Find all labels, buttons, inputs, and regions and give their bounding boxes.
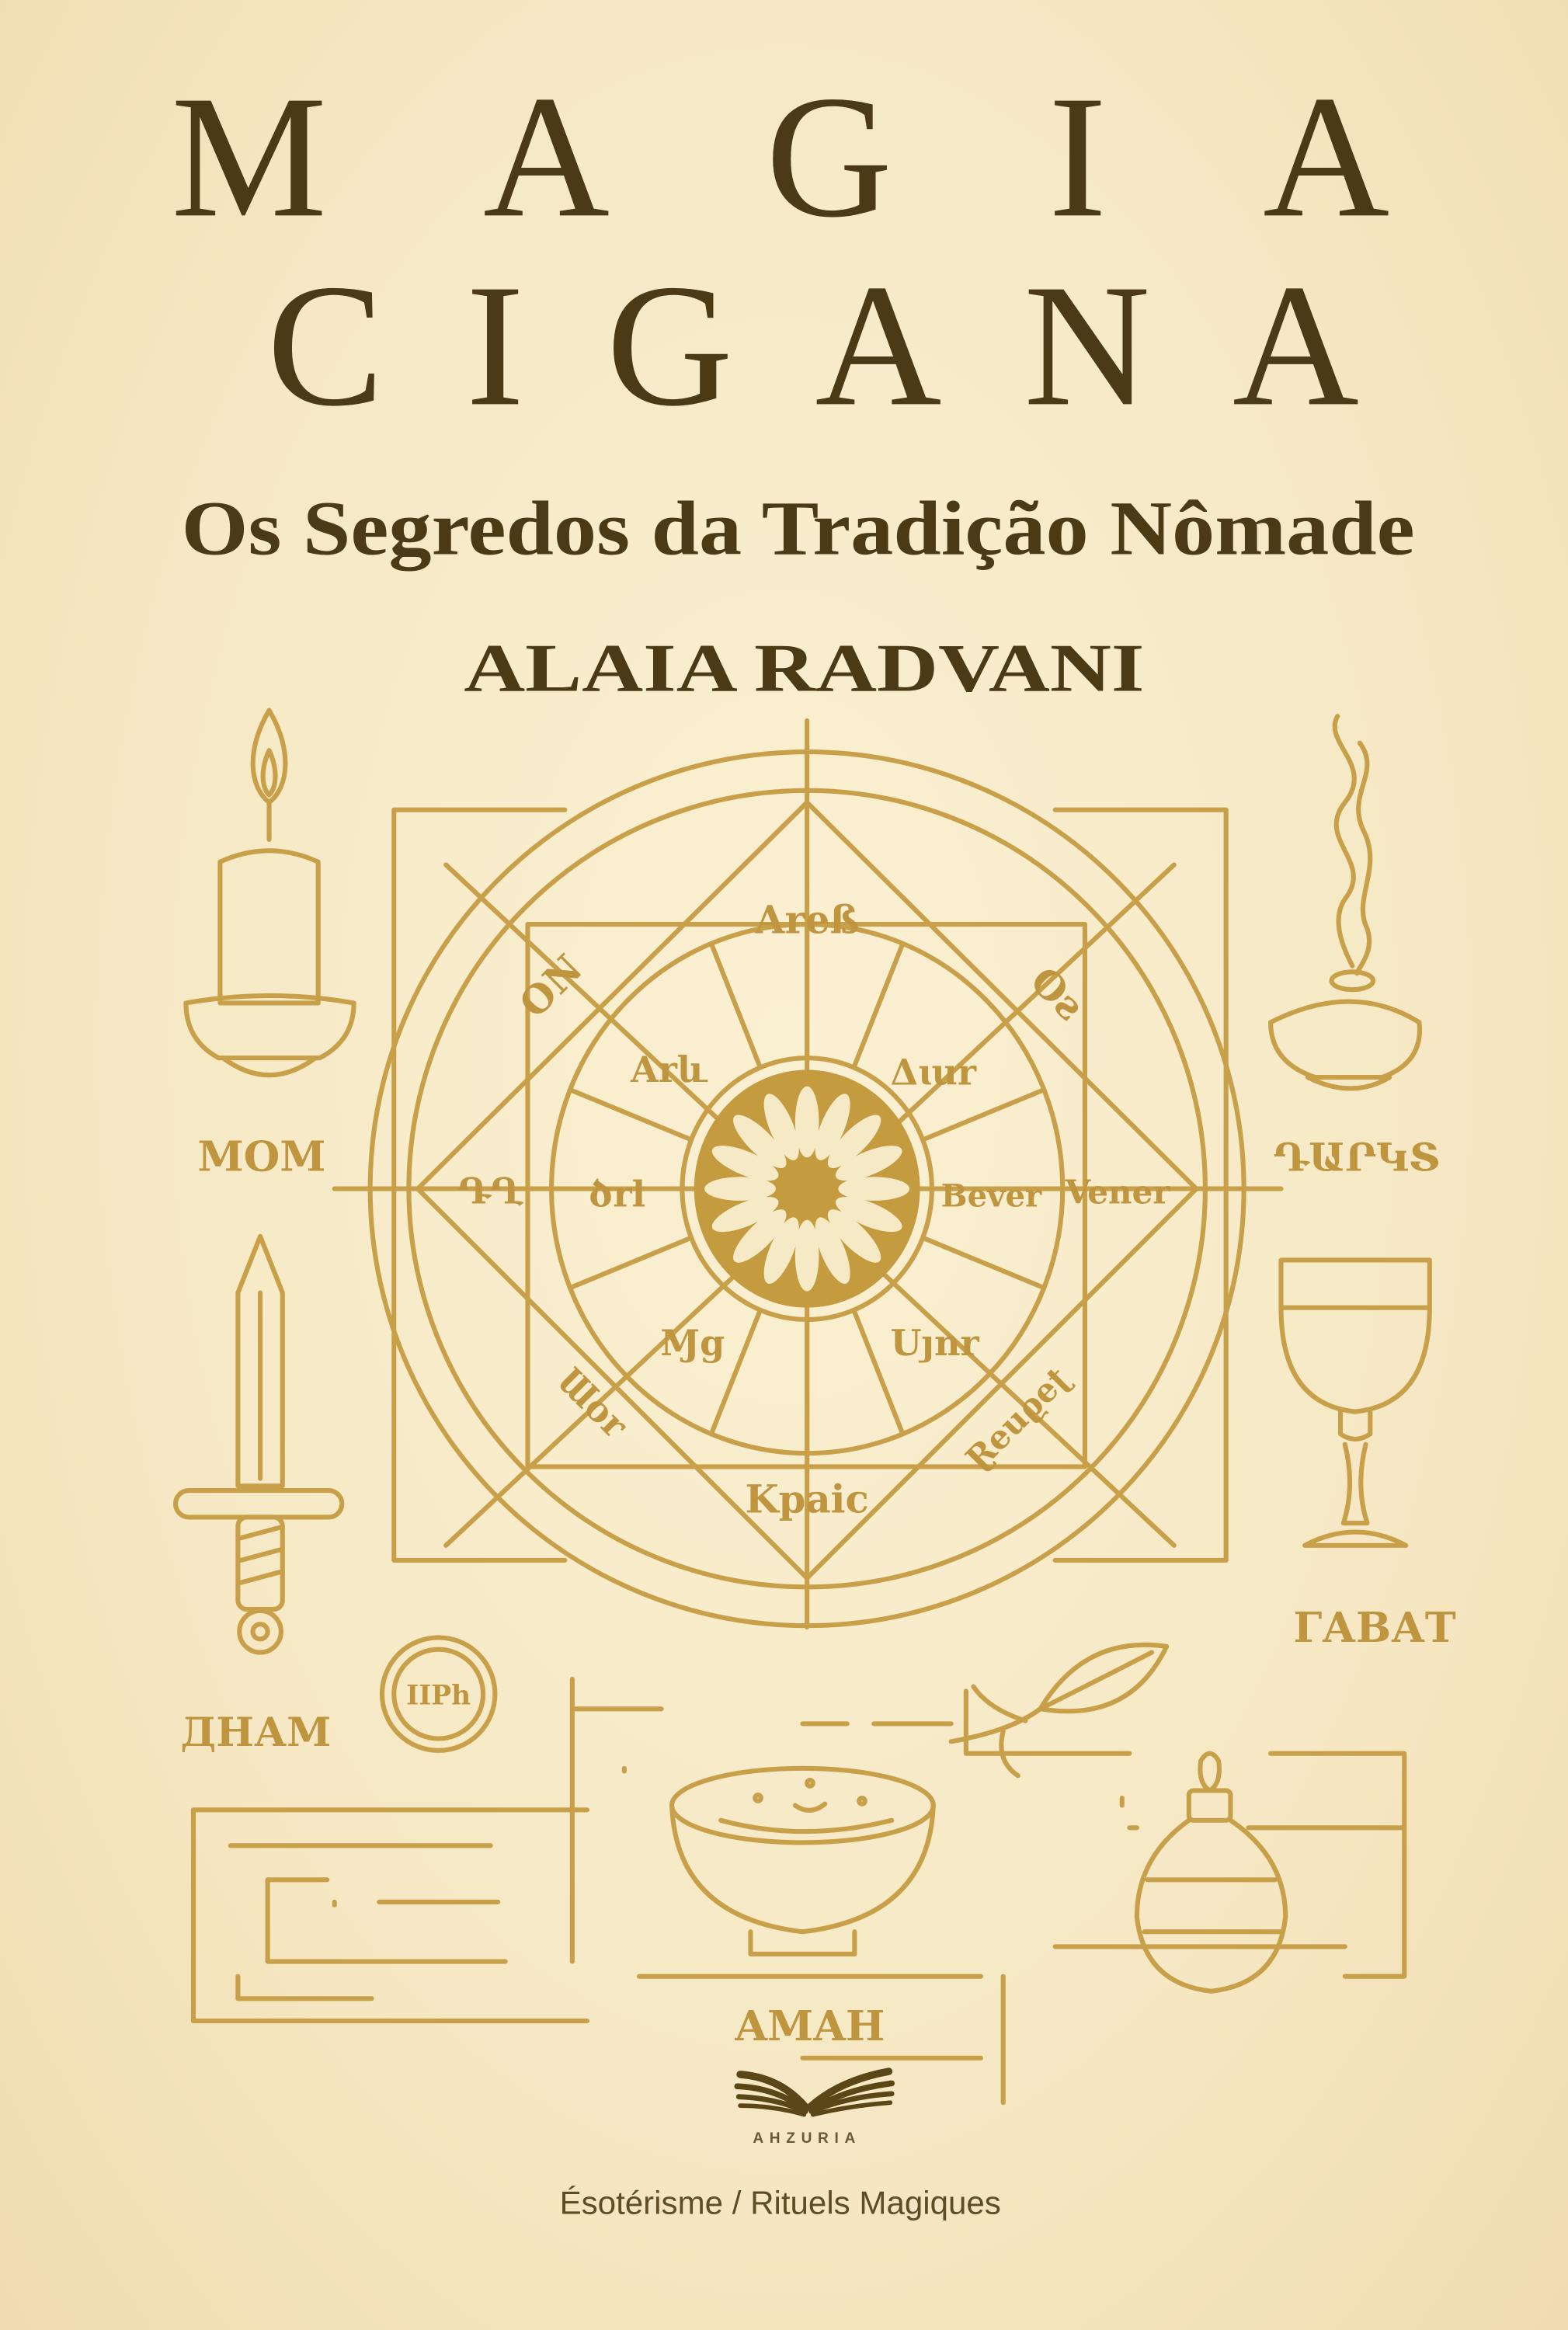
outer-label-left: ԴՂ xyxy=(458,1170,525,1212)
category-text: Ésotérisme / Rituels Magiques xyxy=(560,2185,1001,2221)
wheel-petal xyxy=(838,1177,910,1201)
wheel-spoke xyxy=(567,1236,691,1291)
outer-label-top-right: Oƨ xyxy=(1021,958,1093,1029)
wheel-spoke xyxy=(567,1087,691,1142)
wheel-petal xyxy=(763,1094,799,1160)
candle-icon xyxy=(183,708,356,1078)
bottle-icon xyxy=(1134,1751,1288,1994)
wheel-spoke xyxy=(708,941,762,1068)
candle-label: MOM xyxy=(197,1132,325,1181)
inner-label-upper-right: Δɩur xyxy=(890,1052,976,1094)
outer-circle xyxy=(367,749,1246,1629)
title-line-2: CIGANA xyxy=(267,248,1359,442)
leaf-icon xyxy=(948,1642,1170,1779)
wheel-spoke xyxy=(708,1310,762,1437)
coin-label: IIPh xyxy=(406,1681,471,1712)
outer-label-top: Areß xyxy=(754,897,859,943)
wheel-petal xyxy=(835,1146,902,1181)
outer-label-right: Vener xyxy=(1064,1173,1170,1212)
diamond xyxy=(415,800,1199,1581)
wheel-spoke xyxy=(923,1087,1047,1142)
wheel-petal xyxy=(815,1094,850,1160)
wheel-petal xyxy=(794,1086,819,1158)
wheel-petal xyxy=(763,1217,799,1284)
bracket-frame xyxy=(391,807,1229,1563)
subtitle: Os Segredos da Tradição Nômade xyxy=(182,485,1415,572)
wheel-petal xyxy=(711,1146,779,1181)
outer-label-bottom-right: Ɽeuϱeʈ xyxy=(958,1358,1077,1478)
wheel-petal xyxy=(827,1209,881,1263)
incense-burner-icon xyxy=(1268,714,1423,1091)
title-line-1: MAGIA xyxy=(171,59,1389,253)
wheel-spoke xyxy=(923,1236,1047,1291)
goblet-icon xyxy=(1278,1257,1432,1548)
outer-label-top-left: ON xyxy=(510,945,592,1027)
outer-label-bottom: Kpaic xyxy=(745,1476,868,1522)
wheel-spoke xyxy=(852,941,906,1068)
wheel-petal xyxy=(794,1219,819,1292)
wheel-spoke xyxy=(852,1310,906,1437)
dagger-label: ДНАМ xyxy=(180,1709,331,1756)
wheel-petal xyxy=(815,1217,850,1284)
wheel-petal xyxy=(827,1115,881,1168)
inner-label-left: ծrl xyxy=(588,1174,645,1215)
central-diagram: Areß ON Oƨ ԴՂ Vener Ɯor Ɽeuϱeʈ Kpaic Arև… xyxy=(332,718,1284,1630)
wheel-petal xyxy=(711,1197,779,1233)
publisher-name: AHZURIA xyxy=(753,2130,861,2147)
maze-lines xyxy=(190,1676,1407,2106)
coin-icon xyxy=(379,1635,498,1753)
second-circle xyxy=(406,788,1208,1590)
inner-label-lower-right: Uյnr xyxy=(891,1322,980,1364)
wheel-petal xyxy=(835,1197,902,1233)
open-book-logo-icon xyxy=(734,2067,895,2117)
wheel-petal xyxy=(733,1209,787,1263)
dagger-icon xyxy=(172,1233,345,1655)
wheel-spokes xyxy=(567,921,1047,1456)
center-ring xyxy=(680,1055,934,1323)
inner-label-upper-left: Arև xyxy=(630,1048,708,1090)
inner-label-lower-left: Ɱg xyxy=(660,1322,725,1364)
bowl-label: AMAH xyxy=(734,2001,885,2050)
author-name: ALAIA RADVANI xyxy=(464,631,1144,707)
goblet-label: ГАВАТ xyxy=(1293,1603,1456,1652)
wheel-petal xyxy=(704,1177,776,1201)
inner-label-right: Bever xyxy=(941,1178,1042,1215)
romani-wheel-icon xyxy=(694,1069,920,1308)
wheel-petal xyxy=(733,1115,787,1168)
incense-label: ԴԱՐԿՏ xyxy=(1274,1135,1440,1181)
bowl-icon xyxy=(669,1765,936,1957)
